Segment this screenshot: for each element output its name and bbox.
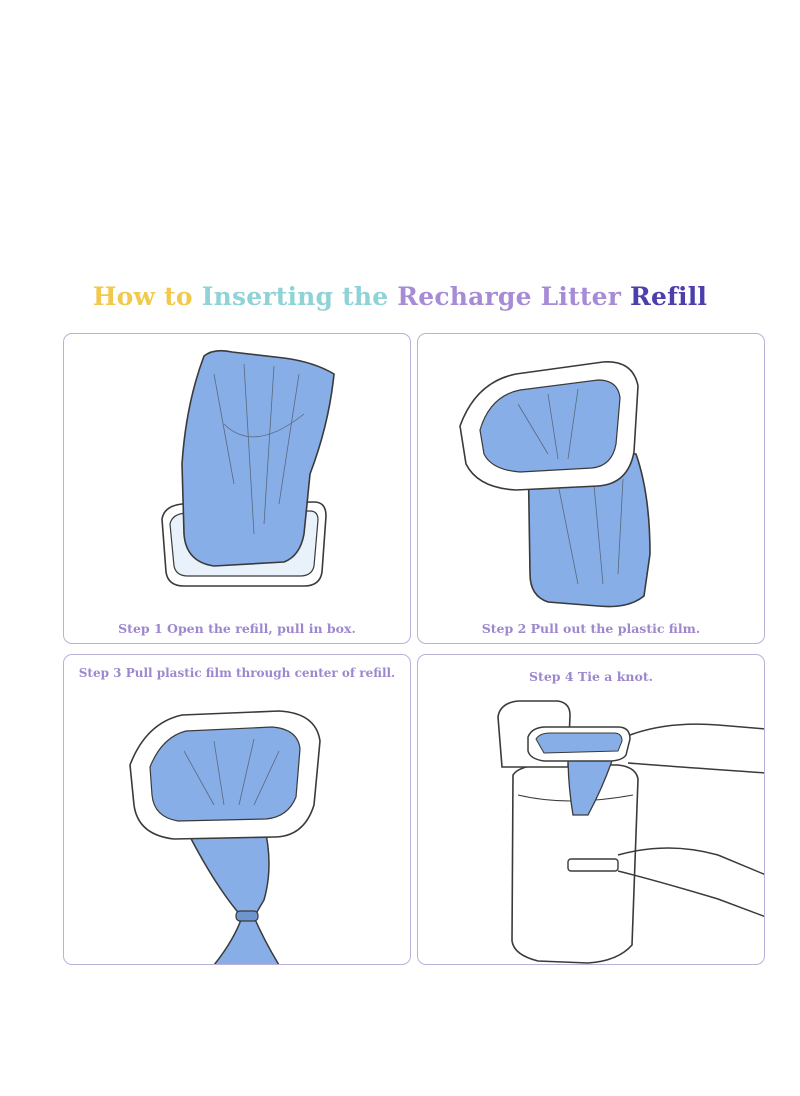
step-1-illustration [161,349,335,587]
step-2-caption: Step 2 Pull out the plastic film. [481,621,701,636]
blue-bag [181,349,335,567]
title-segment-how-to: How to [92,282,202,311]
step-2-illustration [459,361,651,608]
title-segment-refill: Refill [629,282,708,311]
title-segment-recharge: Recharge Litter [397,282,630,311]
blue-bag [567,754,615,816]
step-3-panel: Step 3 Pull plastic film through center … [63,654,411,965]
step-4-caption: Step 4 Tie a knot. [529,669,653,684]
title-segment-inserting: Inserting the [201,282,398,311]
step-4-illustration [497,700,764,964]
step-1-caption: Step 1 Open the refill, pull in box. [118,621,356,636]
step-3-illustration [129,710,321,964]
step-2-panel: Step 2 Pull out the plastic film. [417,333,765,644]
blue-bag [182,824,280,964]
arm-lower [617,847,764,918]
knot [235,910,259,922]
step-1-panel: Step 1 Open the refill, pull in box. [63,333,411,644]
step-3-caption: Step 3 Pull plastic film through center … [78,666,396,680]
pail-pedal [567,858,619,872]
page-title: How to Inserting the Recharge Litter Ref… [0,282,800,311]
step-4-panel: Step 4 Tie a knot. [417,654,765,965]
arm-upper [627,723,764,774]
